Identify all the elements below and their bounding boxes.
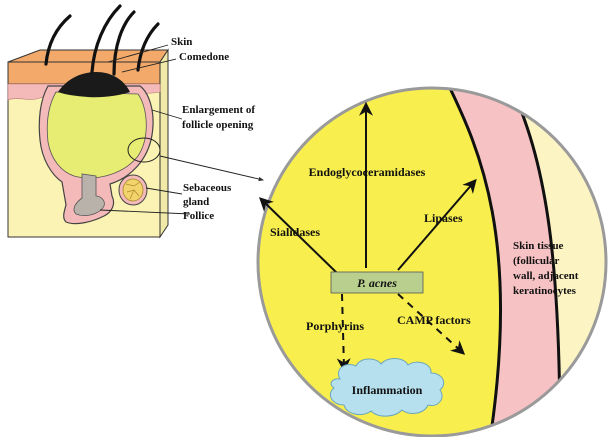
label-follice: Follice (183, 210, 214, 222)
label-porphyrins: Porphyrins (306, 319, 364, 333)
label-lipases: Lipases (424, 211, 463, 225)
label-enlargement-2: follicle opening (182, 119, 254, 131)
tissue-label-4: keratinocytes (513, 285, 577, 297)
label-sebaceous-1: Sebaceous (183, 182, 232, 194)
tissue-label-2: (follicular (513, 255, 560, 267)
tissue-label-1: Skin tissue (513, 240, 564, 252)
tissue-label-3: wall, adjacent (513, 270, 579, 282)
label-endoglycoceramidases: Endoglycoceramidases (309, 165, 426, 179)
sebaceous-gland (119, 175, 147, 205)
inflammation-label: Inflammation (352, 383, 423, 397)
zoom-view: P. acnes Endoglycoceramidases Sialidases… (250, 80, 609, 437)
skin-cross-section (8, 6, 168, 237)
skin-block-side (160, 50, 168, 237)
label-camp-factors: CAMP factors (397, 313, 471, 327)
label-sebaceous-2: gland (183, 196, 209, 208)
label-sialidases: Sialidases (270, 225, 320, 239)
label-skin: Skin (171, 36, 192, 48)
label-enlargement-1: Enlargement of (182, 104, 255, 116)
label-comedone: Comedone (179, 51, 229, 63)
pacnes-label: P. acnes (357, 276, 397, 290)
